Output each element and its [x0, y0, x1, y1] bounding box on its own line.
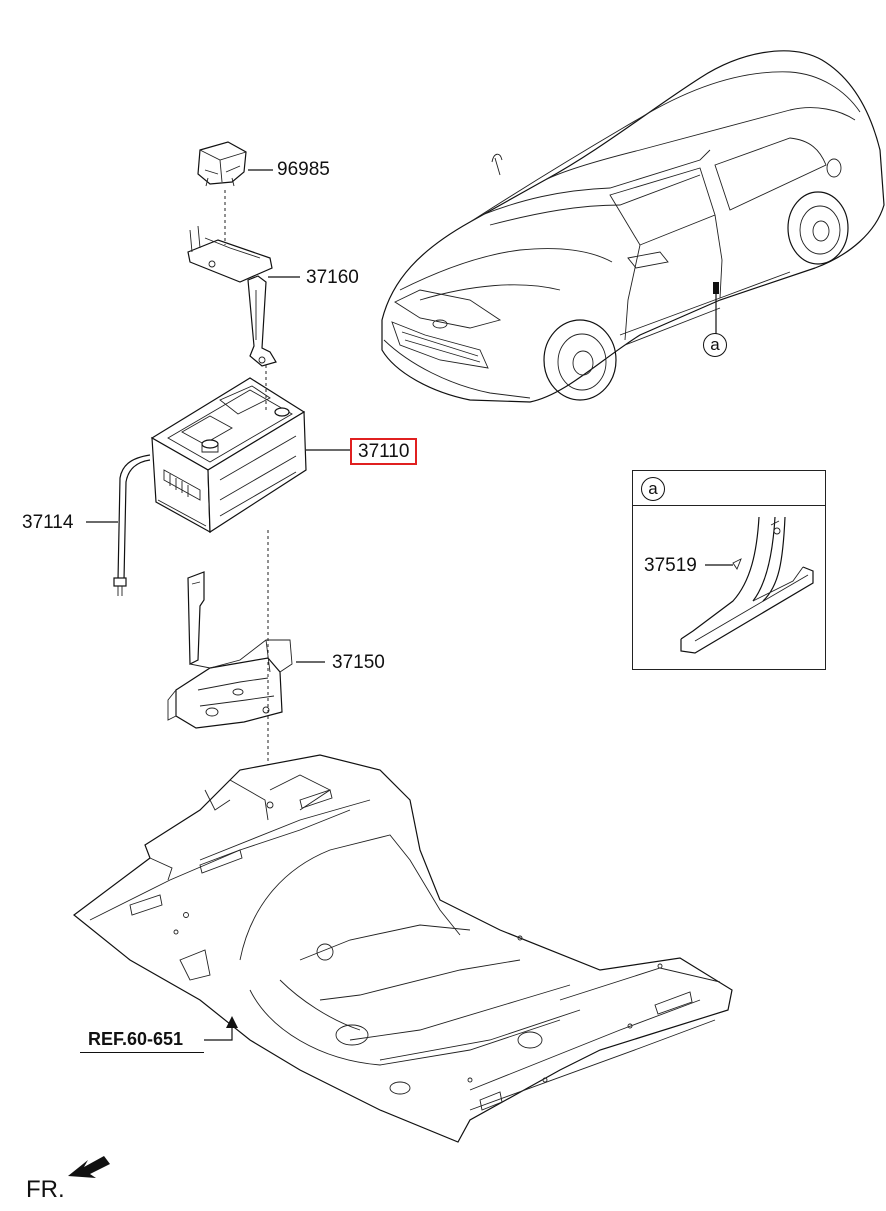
- part-96985-illustration: [197, 141, 273, 187]
- part-37110-battery-illustration: [150, 377, 350, 534]
- part-number-96985[interactable]: 96985: [277, 159, 330, 180]
- front-label: FR.: [26, 1176, 65, 1203]
- part-number-37160[interactable]: 37160: [306, 267, 359, 288]
- part-37114-hose-illustration: [86, 454, 151, 596]
- part-number-37110-highlighted[interactable]: 37110: [350, 438, 418, 465]
- vehicle-callout-marker[interactable]: a: [703, 333, 727, 357]
- detail-inset-artwork: [680, 516, 814, 654]
- part-37160-illustration: [187, 225, 300, 367]
- part-number-37114[interactable]: 37114: [22, 512, 74, 533]
- floor-panel-illustration: [73, 754, 733, 1143]
- reference-underline: [80, 1052, 204, 1054]
- vehicle-illustration: [381, 50, 885, 403]
- part-37150-tray-illustration: [167, 571, 325, 729]
- reference-label[interactable]: REF.60-651: [88, 1029, 184, 1049]
- detail-inset-a: a: [632, 470, 826, 670]
- inset-callout-marker: a: [641, 477, 665, 501]
- part-number-37150[interactable]: 37150: [332, 652, 385, 673]
- detail-inset-header: a: [633, 471, 825, 506]
- front-direction-arrow-icon: [68, 1156, 110, 1178]
- part-number-37519[interactable]: 37519: [644, 555, 697, 576]
